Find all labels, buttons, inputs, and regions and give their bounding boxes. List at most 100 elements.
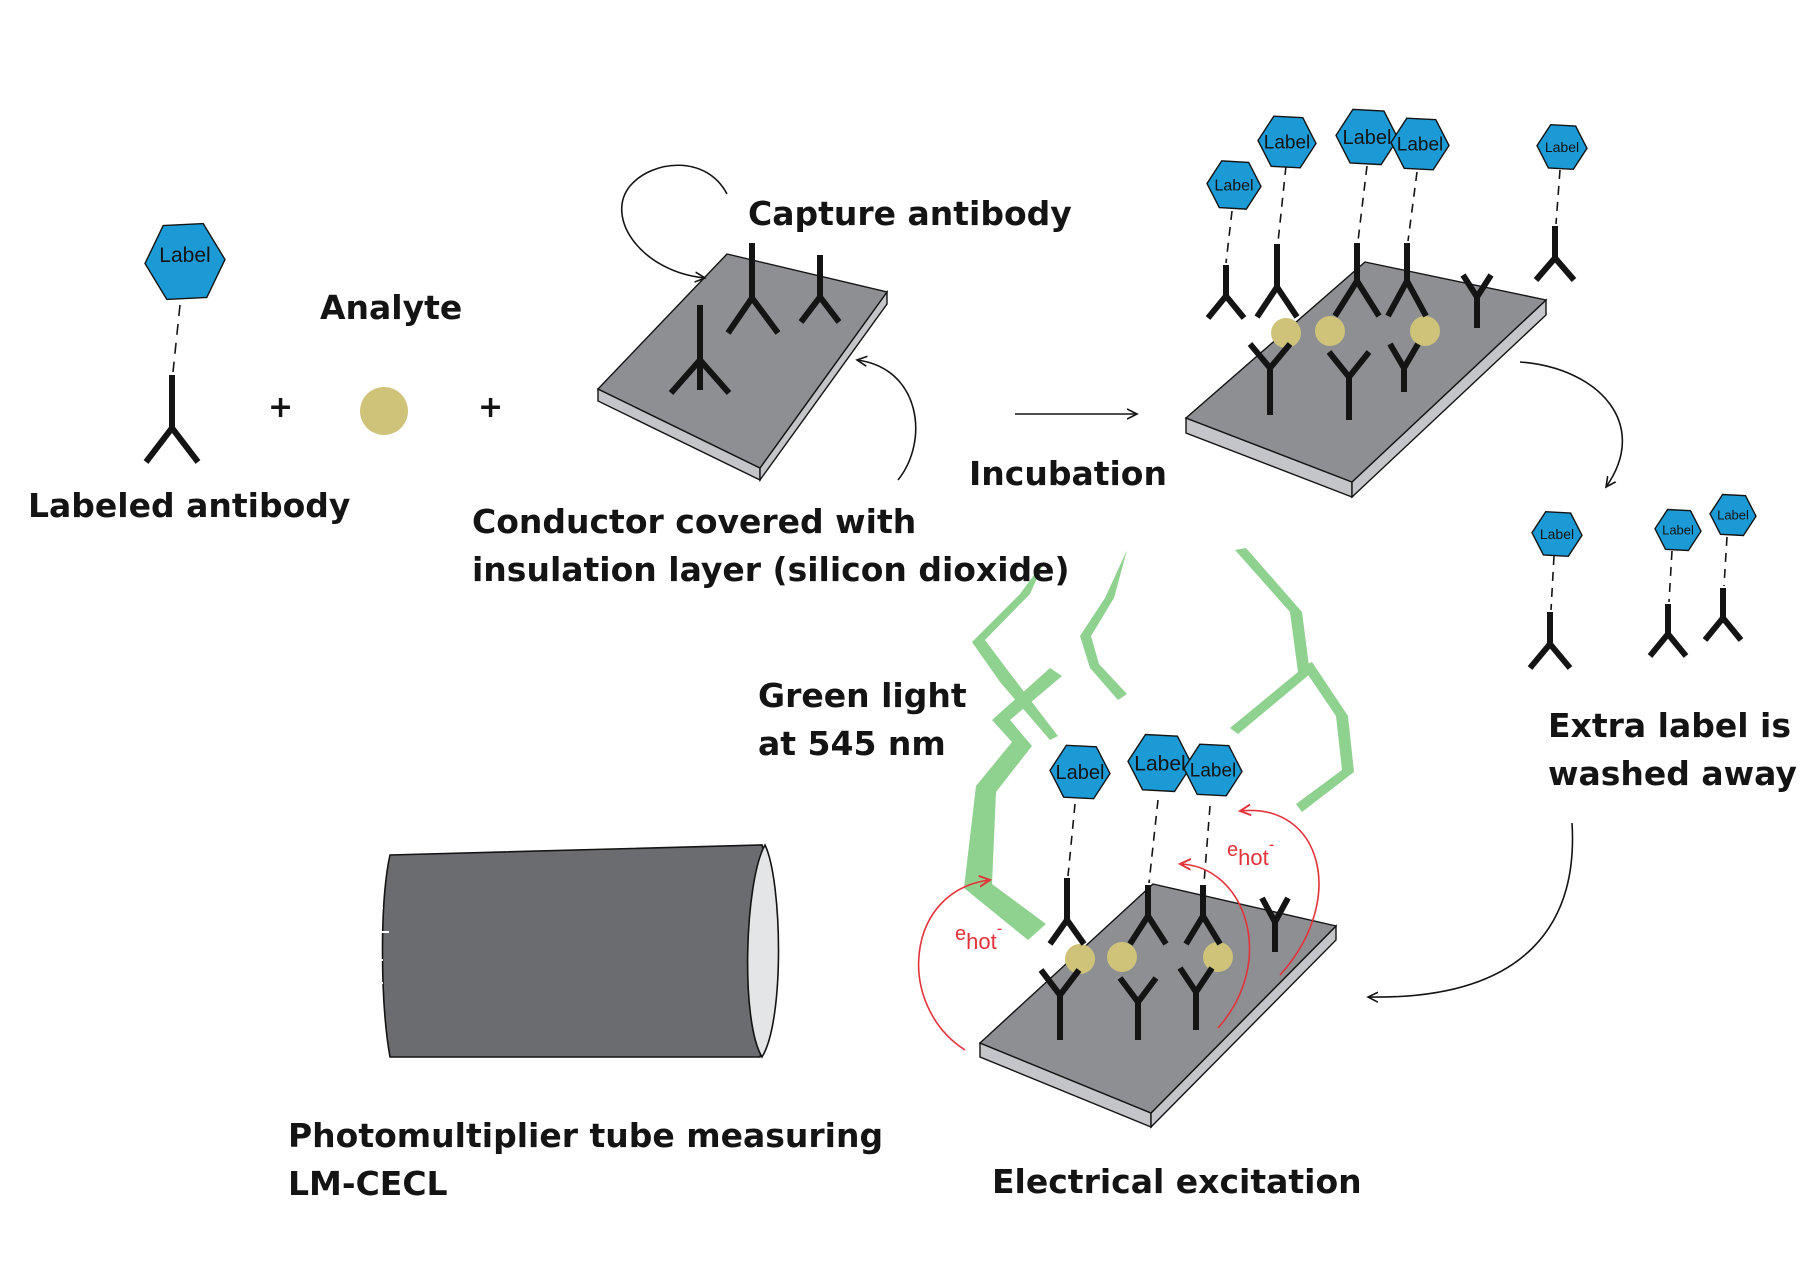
label-tag-text: Label (1056, 762, 1105, 784)
electron-label-right: ehot- (1227, 835, 1274, 870)
labeled-antibody: Label (143, 222, 226, 464)
bound-labeled-antibody-1 (1205, 265, 1247, 320)
caption-extra-label-line1: Extra label is (1548, 706, 1791, 745)
label-hexagon (144, 222, 226, 301)
label-hexagon-shape (1654, 508, 1702, 552)
surface-antibody-c (1387, 342, 1421, 392)
label-tether (172, 304, 181, 373)
caption-green-light-line1: Green light (758, 676, 967, 715)
bound-labeled-antibody-6 (1127, 885, 1169, 946)
electron-flow-arrows (918, 810, 1320, 1051)
caption-incubation: Incubation (969, 454, 1167, 493)
surface-antibody-b (1326, 350, 1372, 420)
free-labeled-antibody-right (1533, 226, 1577, 282)
light-beam-4 (964, 668, 1062, 940)
electron-arrow-right (1240, 810, 1320, 976)
label-tag-text: Label (1717, 508, 1749, 523)
analyte-particles-2 (1271, 316, 1440, 348)
electron-label-left: ehot- (955, 919, 1002, 954)
antibody-y-icon (143, 375, 201, 464)
label-tag-text: Label (1662, 523, 1694, 538)
surface-antibody-g (1177, 966, 1215, 1030)
washed-antibody-3 (1702, 588, 1744, 642)
caption-electrical-excitation: Electrical excitation (992, 1162, 1362, 1201)
light-beam-5 (1296, 662, 1354, 812)
label-hexagon-shape (1257, 115, 1317, 169)
label-hexagon: Label (1531, 510, 1583, 558)
label-tethers-3 (1067, 799, 1211, 884)
label-hexagon-shape (1536, 123, 1588, 171)
label-tag-text: Label (1134, 752, 1185, 775)
label-hexagon: Label (1390, 117, 1450, 171)
label-tag-text: Label (1264, 133, 1311, 154)
slide-excitation (978, 799, 1338, 1129)
label-hexagon: Label (1654, 508, 1702, 552)
caption-labeled-antibody: Labeled antibody (28, 486, 351, 525)
label-tethers-2 (1225, 165, 1561, 264)
photomultiplier-tube (370, 843, 780, 1059)
surface-antibody-f (1117, 976, 1159, 1040)
light-beam-1 (972, 560, 1058, 740)
caption-pmt-line2: LM-CECL (288, 1164, 448, 1203)
caption-conductor-line2: insulation layer (silicon dioxide) (472, 550, 1070, 589)
label-tag-text: Label (1545, 139, 1579, 155)
label-hexagon-shape (1531, 510, 1583, 558)
capture-antibody-3 (798, 255, 842, 324)
caption-extra-label-line2: washed away (1548, 754, 1797, 793)
analyte-particle (360, 387, 408, 435)
label-hexagon-shape (1183, 743, 1243, 797)
label-tag-text: Label (1343, 127, 1392, 149)
light-beam-2 (1080, 550, 1127, 700)
capture-arrow (620, 164, 728, 278)
label-hexagon: Label (1536, 123, 1588, 171)
slide-capture (596, 243, 889, 483)
caption-capture-antibody: Capture antibody (748, 194, 1072, 233)
conductor-arrow (857, 360, 917, 481)
label-hexagon: Label (1206, 160, 1262, 210)
caption-analyte: Analyte (320, 288, 463, 327)
tube-end-window (746, 843, 780, 1059)
label-tag-text: Label (1397, 135, 1444, 156)
capture-antibody-2 (725, 243, 781, 335)
caption-conductor-line1: Conductor covered with (472, 502, 917, 541)
capture-antibody-1 (668, 305, 732, 395)
capture-antibody-icons (668, 243, 842, 395)
label-hexagon: Label (1127, 733, 1193, 793)
bound-labeled-antibody-4 (1385, 243, 1429, 318)
washed-antibody-2 (1647, 604, 1689, 658)
slide-top-surface-3 (978, 883, 1338, 1114)
washed-away-antibodies (1527, 536, 1744, 670)
surface-antibody-h (1259, 896, 1291, 952)
plus-operator-2: + (478, 390, 504, 425)
label-hexagon: Label (1709, 493, 1757, 537)
antibodies-slide-2 (1205, 226, 1577, 420)
caption-green-light-line2: at 545 nm (758, 724, 946, 763)
light-beam-3 (1230, 548, 1310, 734)
bound-labeled-antibody-3 (1332, 243, 1382, 318)
slide-incubated (1184, 165, 1577, 499)
label-hexagon: Label (1049, 744, 1111, 800)
electron-arrow-left (918, 880, 990, 1051)
return-arrow (1368, 822, 1574, 997)
caption-pmt-line1: Photomultiplier tube measuring (288, 1116, 884, 1155)
label-tag-text: Label (1214, 178, 1253, 195)
surface-antibody-a (1247, 342, 1293, 415)
electron-arrow-middle (1180, 864, 1251, 1029)
label-tag-text: Label (159, 244, 210, 267)
label-hexagon: Label (1257, 115, 1317, 169)
label-hexagon: Label (1183, 743, 1243, 797)
antibodies-slide-3 (1038, 878, 1291, 1040)
washed-antibody-1 (1527, 612, 1573, 670)
label-hexagon-shape (1049, 744, 1111, 800)
bound-labeled-antibody-2 (1254, 244, 1300, 319)
bound-labeled-antibody-5 (1047, 878, 1087, 946)
label-hexagon-shape (1206, 160, 1262, 210)
label-tag-text: Label (1190, 761, 1237, 782)
label-hexagon-shape (1390, 117, 1450, 171)
bound-labeled-antibody-7 (1183, 885, 1223, 946)
surface-antibody-e (1038, 968, 1082, 1040)
surface-antibody-d (1460, 273, 1494, 328)
label-hexagon-shape (1709, 493, 1757, 537)
